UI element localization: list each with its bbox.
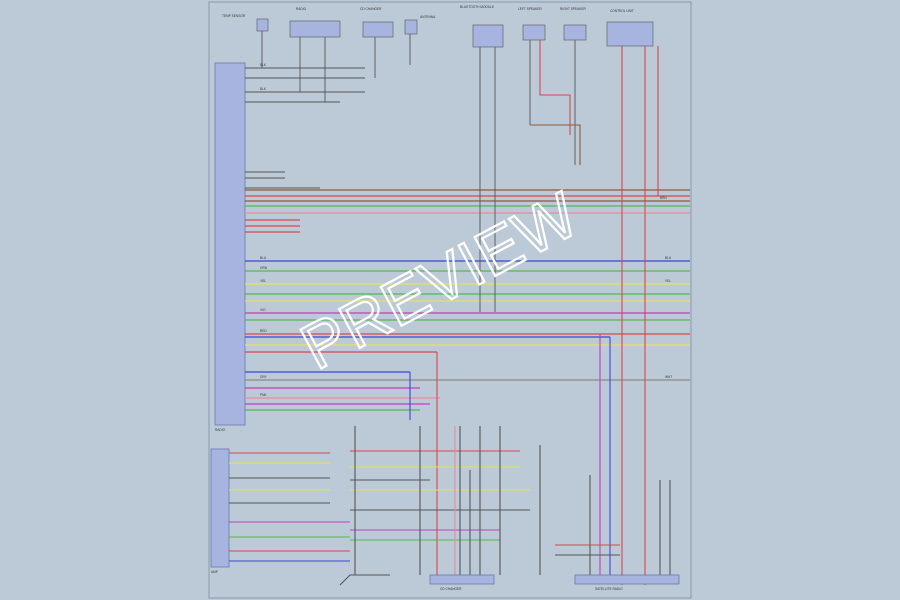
top-speaker-right-label: RIGHT SPEAKER (560, 7, 586, 11)
bottom-connector-2-label: SATELLITE RADIO (595, 587, 623, 591)
wire-label-blu-2: BLU (665, 256, 672, 260)
top-box-3 (472, 24, 504, 48)
top-box-1 (289, 20, 341, 38)
wire-label-wht: WHT (665, 375, 672, 379)
top-box-4 (606, 21, 654, 47)
top-speaker-left (522, 24, 546, 41)
left-main-connector-label: RADIO (215, 428, 226, 432)
sheet-frame (208, 1, 692, 599)
wire-labels: BLK BLK BLU GRN YEL VIO RED GRY PNK BRN … (260, 63, 672, 397)
top-antenna-1-label: TEMP SENSOR (222, 14, 246, 18)
wire-label-blu: BLU (260, 256, 267, 260)
top-box-2-label: CD CHANGER (360, 7, 382, 11)
top-box-1-label: RADIO (296, 7, 307, 11)
wire-label-pnk: PNK (260, 393, 267, 397)
top-box-3-label: BLUETOOTH MODULE (460, 5, 494, 9)
bottom-connector-1-label: CD CHANGER (440, 587, 462, 591)
top-speaker-left-label: LEFT SPEAKER (518, 7, 542, 11)
top-wiring (245, 31, 576, 312)
left-main-connector (214, 62, 246, 426)
top-box-2 (362, 21, 394, 38)
wire-label-blk-2: BLK (260, 87, 267, 91)
left-lower-connector (210, 448, 230, 568)
preview-watermark: PREVIEW (289, 178, 590, 383)
bottom-connector-2 (574, 574, 680, 585)
top-box-4-label: CONTROL UNIT (610, 9, 634, 13)
left-lower-connector-label: AMP (211, 570, 218, 574)
wire-label-vio: VIO (260, 308, 266, 312)
wire-label-gry: GRY (260, 375, 268, 379)
wire-label-red: RED (260, 329, 267, 333)
wire-label-blk-1: BLK (260, 63, 267, 67)
bottom-connector-1 (429, 574, 495, 585)
wire-label-yel-2: YEL (665, 279, 671, 283)
horizontal-wires (245, 189, 690, 411)
wire-label-yel: YEL (260, 279, 266, 283)
lower-harness (229, 426, 671, 586)
top-antenna-2 (404, 19, 418, 35)
top-speaker-right (563, 24, 587, 41)
wire-label-grn: GRN (260, 266, 268, 270)
top-components: TEMP SENSOR RADIO CD CHANGER ANTENNA BLU… (222, 5, 654, 48)
top-antenna-1 (256, 18, 269, 32)
top-antenna-2-label: ANTENNA (420, 15, 436, 19)
vertical-wires (409, 40, 659, 585)
wire-label-brn: BRN (660, 196, 667, 200)
